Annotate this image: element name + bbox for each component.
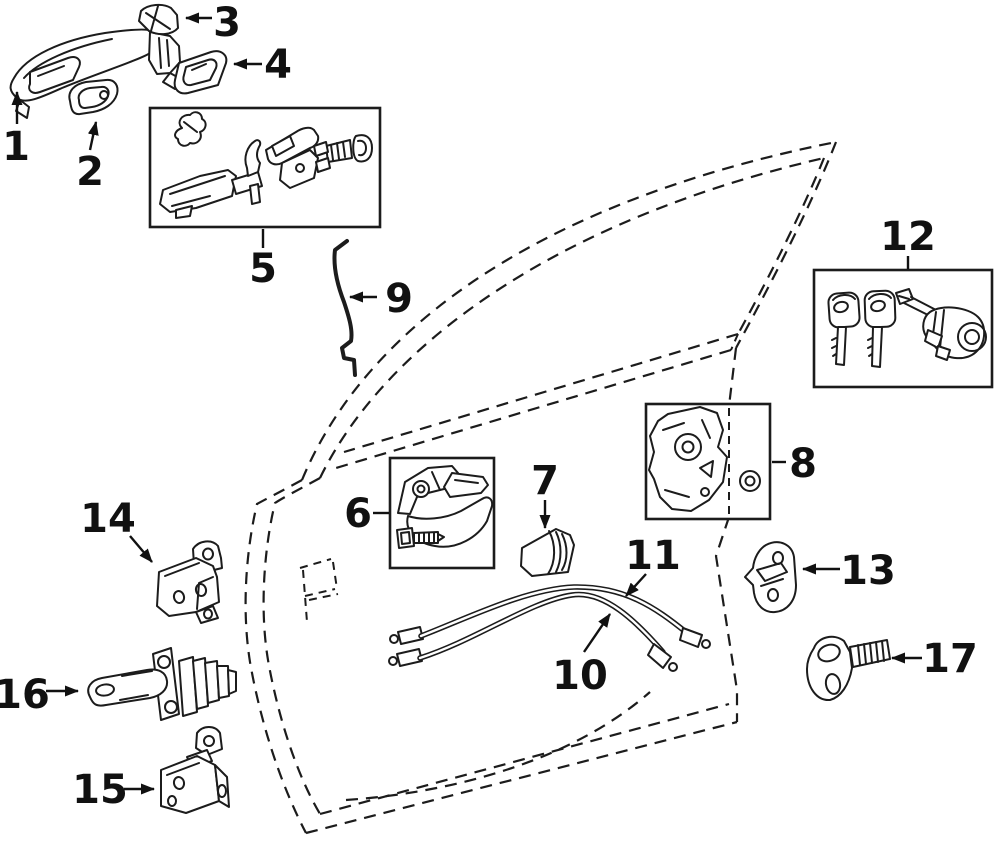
callout-17[interactable]: 17 — [922, 636, 978, 682]
part-10-cable-drawing — [388, 591, 678, 672]
callout-3[interactable]: 3 — [213, 0, 241, 46]
part-15-lower-hinge-drawing — [160, 726, 230, 814]
callout-11[interactable]: 11 — [625, 533, 681, 579]
callout-10-arrow — [583, 613, 611, 653]
callout-7[interactable]: 7 — [531, 458, 559, 504]
part-7-cover-sleeve-drawing — [520, 528, 575, 577]
part-5-handle-frame-drawing — [159, 111, 373, 219]
part-2-handle-gasket-drawing — [68, 78, 119, 116]
part-13-striker-drawing — [744, 541, 797, 614]
part-12-key-and-cylinder-drawing — [827, 288, 987, 368]
callout-14-arrow — [129, 535, 153, 563]
callout-5[interactable]: 5 — [249, 246, 277, 292]
part-14-upper-hinge-drawing — [156, 540, 223, 624]
callout-9[interactable]: 9 — [385, 276, 413, 322]
callout-2[interactable]: 2 — [76, 149, 104, 195]
callouts: 1 2 3 4 5 6 7 8 9 10 11 12 13 14 15 16 1 — [0, 0, 978, 813]
part-16-door-check-drawing — [87, 647, 237, 721]
part-6-inside-handle-drawing — [396, 465, 494, 549]
callout-10[interactable]: 10 — [552, 653, 608, 699]
part-11-cable-drawing — [389, 584, 711, 649]
door-panel-outline — [244, 140, 838, 835]
callout-6[interactable]: 6 — [344, 491, 372, 537]
callout-4[interactable]: 4 — [264, 42, 292, 88]
callout-11-arrow — [625, 573, 647, 597]
part-4-handle-seal-drawing — [173, 50, 228, 95]
callout-1[interactable]: 1 — [2, 124, 30, 170]
callout-14[interactable]: 14 — [80, 496, 136, 542]
part-17-bolt-drawing — [806, 635, 891, 702]
callout-16[interactable]: 16 — [0, 672, 50, 718]
part-3-handle-cover-drawing — [138, 3, 179, 36]
part-8-door-lock-drawing — [648, 406, 761, 512]
callout-15[interactable]: 15 — [72, 767, 128, 813]
callout-8[interactable]: 8 — [789, 441, 817, 487]
part-9-lock-rod-drawing — [332, 239, 357, 377]
callout-2-arrow — [87, 121, 99, 151]
part-1-outside-handle-drawing — [9, 28, 182, 119]
callout-12[interactable]: 12 — [880, 214, 936, 260]
callout-13[interactable]: 13 — [840, 548, 896, 594]
